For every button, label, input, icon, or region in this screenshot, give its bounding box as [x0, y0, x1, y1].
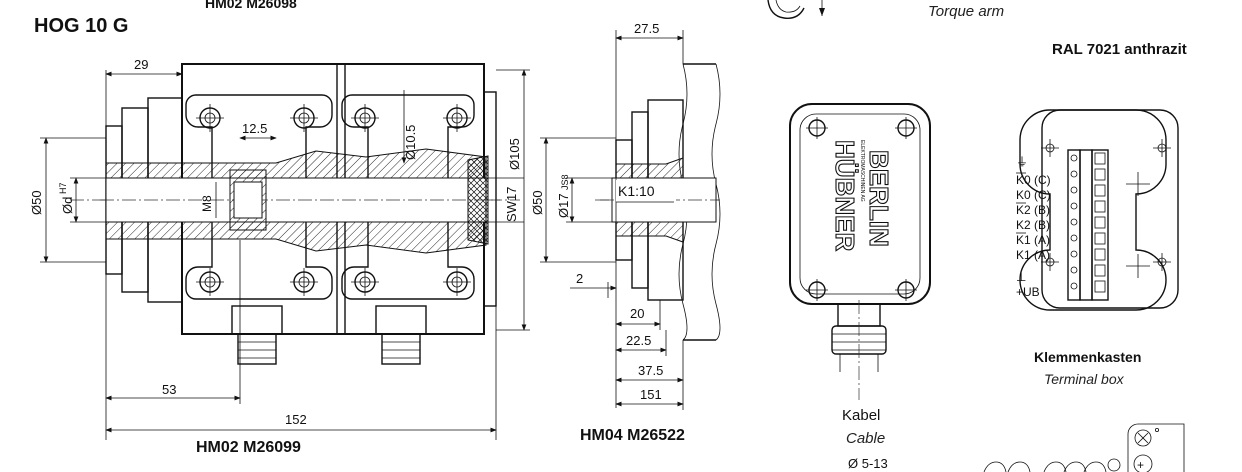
drawing-title: HOG 10 G	[34, 15, 128, 37]
terminal-slots	[1070, 152, 1106, 293]
dim-d50: Ø50	[29, 190, 44, 215]
torque-arm-label: Torque arm	[928, 3, 1004, 20]
cover-left	[185, 94, 333, 300]
dim-151: 151	[640, 387, 662, 402]
bottom-right-symbols: +	[983, 423, 1185, 472]
cable-diameter: Ø 5-13	[848, 456, 888, 471]
dim-d50-side: Ø50	[530, 190, 545, 215]
brand-bottom: BERLIN	[864, 150, 894, 247]
dim-20: 20	[630, 306, 644, 321]
terminal-label: K2 (B)	[1016, 203, 1050, 217]
dim-d17: Ø17	[556, 193, 571, 218]
terminal-labels: ⏚ K0 (C) K0 (C) K2 (B) K2 (B) K1 (A) K1 …	[1016, 155, 1051, 299]
plus-symbol: +	[1137, 458, 1144, 472]
dim-12-5: 12.5	[242, 121, 267, 136]
dim-d17-tolerance: JS8	[560, 174, 570, 190]
main-view: 29 12.5 Ø10.5 Ø105 Ø50 Ød H7 M8 SW17 53 …	[29, 57, 530, 456]
terminal-label: K1 (A)	[1016, 233, 1050, 247]
terminal-label: +UB	[1016, 285, 1040, 299]
side-view-code: HM04 M26522	[580, 427, 685, 444]
terminal-box-open: ⏚ K0 (C) K0 (C) K2 (B) K2 (B) K1 (A) K1 …	[1016, 109, 1179, 387]
terminal-label: ⊥	[1016, 270, 1026, 284]
terminal-label: K2 (B)	[1016, 218, 1050, 232]
cable-label: Kabel	[842, 407, 880, 424]
main-view-code: HM02 M26099	[196, 439, 301, 456]
dim-22-5: 22.5	[626, 333, 651, 348]
dim-dd: Ød	[60, 197, 75, 214]
cable-gland-1	[231, 305, 283, 365]
klemmenkasten-label: Klemmenkasten	[1034, 349, 1141, 365]
brand-small: ELEKTROMASCHINEN AG	[859, 140, 865, 202]
dim-27-5: 27.5	[634, 21, 659, 36]
terminal-box-label: Terminal box	[1044, 371, 1125, 387]
terminal-label: K0 (C)	[1016, 188, 1051, 202]
dim-d105: Ø105	[507, 138, 522, 170]
terminal-box-cover: HÜBNER ELEKTROMASCHINEN AG BERLIN Kabel …	[789, 103, 931, 471]
dim-d10-5: Ø10.5	[403, 125, 418, 160]
side-view: 27.5 Ø50 Ø17 JS8 K1:10 2 20 22.5 37.5 15…	[530, 21, 721, 444]
dim-152: 152	[285, 412, 307, 427]
dim-53: 53	[162, 382, 176, 397]
terminal-label: ⏚	[1016, 155, 1028, 169]
dim-2: 2	[576, 271, 583, 286]
screws-main	[196, 104, 471, 296]
dim-m8: M8	[200, 195, 214, 212]
dim-sw17: SW17	[504, 187, 519, 222]
ral-color: RAL 7021 anthrazit	[1052, 41, 1187, 58]
torque-arm-fragment: Torque arm	[767, 0, 1004, 20]
cover-right	[341, 94, 475, 300]
cut-top-code: HM02 M26098	[205, 0, 297, 11]
terminal-label: K1 (A)	[1016, 248, 1050, 262]
cable-label-en: Cable	[846, 430, 885, 447]
brand-top: HÜBNER	[830, 140, 860, 251]
dim-37-5: 37.5	[638, 363, 663, 378]
terminal-label: K0 (C)	[1016, 173, 1051, 187]
dim-29: 29	[134, 57, 148, 72]
cable-gland-2	[375, 305, 427, 365]
k-ratio: K1:10	[618, 183, 655, 199]
dim-dd-tolerance: H7	[58, 182, 68, 194]
